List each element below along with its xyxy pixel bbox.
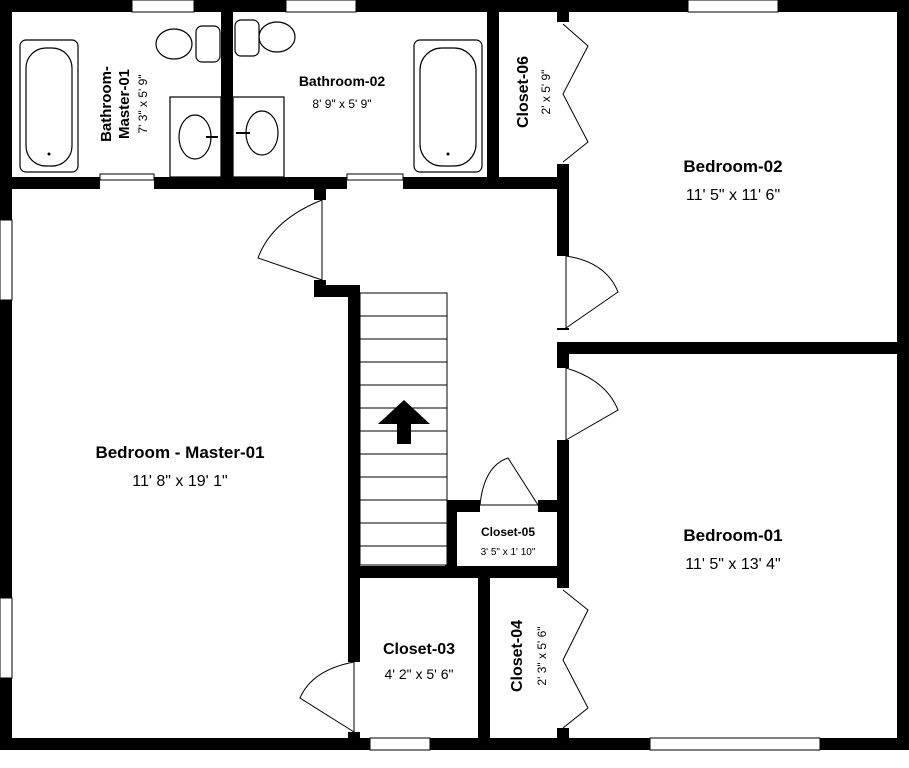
toilet-icon xyxy=(155,28,193,60)
opening-bedroom02 xyxy=(557,256,569,328)
door-closet06-bifold xyxy=(562,23,589,163)
closet04-top-wall xyxy=(478,566,568,578)
room-dims: 2' x 5' 9" xyxy=(539,70,553,115)
window-bedroom01-bottom xyxy=(649,737,821,751)
room-dims-closet-03: 4' 2" x 5' 6" xyxy=(385,666,454,682)
room-dims-bathroom-02: 8' 9" x 5' 9" xyxy=(312,97,371,111)
door-closet05-arc xyxy=(479,457,539,506)
toilet-tank xyxy=(195,25,221,63)
toilet-icon xyxy=(258,21,296,53)
room-name-closet-03: Closet-03 xyxy=(383,641,455,658)
doors xyxy=(99,23,619,733)
bathroom-bottom-wall xyxy=(0,177,500,189)
toilet-tank xyxy=(234,19,260,57)
room-dims-bedroom-02: 11' 5" x 11' 6" xyxy=(686,187,780,204)
door-closet04-bifold xyxy=(562,589,589,729)
room-name-bedroom-01: Bedroom-01 xyxy=(683,526,782,545)
up-arrow-icon xyxy=(378,400,430,444)
label-bathroom-master-01: Bathroom- Master-01 7' 3" x 5' 9" xyxy=(98,66,150,142)
room-name-bedroom-master-01: Bedroom - Master-01 xyxy=(95,443,264,462)
bath-top-wall xyxy=(0,0,490,12)
bath02-closet06-wall xyxy=(487,0,499,189)
door-bath02 xyxy=(346,173,404,181)
sink-icon xyxy=(245,110,279,156)
closet06-bottom-wall xyxy=(487,177,569,189)
label-closet-04: Closet-04 2' 3" x 5' 6" xyxy=(509,620,549,692)
door-bedroom01-arc xyxy=(565,367,619,441)
master-right-wall-lower xyxy=(348,285,360,750)
window-bath-master xyxy=(131,0,195,13)
room-name: Closet-06 xyxy=(515,56,532,128)
room-dims-closet-05: 3' 5" x 1' 10" xyxy=(481,547,536,558)
room-dims-bedroom-master-01: 11' 8" x 19' 1" xyxy=(132,473,227,490)
bathtub-drain xyxy=(446,152,450,156)
room-dims: 7' 3" x 5' 9" xyxy=(136,74,150,133)
bathtub-drain xyxy=(47,152,51,156)
room-name-closet-05: Closet-05 xyxy=(481,525,535,539)
windows xyxy=(0,0,821,751)
room-name: Master-01 xyxy=(116,69,133,139)
fixtures xyxy=(19,19,483,178)
closet05-left-wall xyxy=(445,500,457,578)
outer-wall-right xyxy=(897,0,909,750)
bedroom02-bedroom01-wall xyxy=(557,342,909,354)
opening-master xyxy=(314,200,326,280)
window-closet03-bottom xyxy=(369,737,431,751)
room-name-bedroom-02: Bedroom-02 xyxy=(683,157,782,176)
opening-bedroom01 xyxy=(557,368,569,440)
bathtub-basin xyxy=(419,47,477,167)
closet03-closet04-wall xyxy=(478,566,490,750)
door-master-arc xyxy=(257,199,323,281)
room-name: Bathroom- xyxy=(98,66,115,142)
door-closet03-arc xyxy=(299,661,355,733)
room-name: Closet-04 xyxy=(509,620,526,692)
opening-closet04 xyxy=(557,588,569,728)
room-dims: 2' 3" x 5' 6" xyxy=(535,626,549,685)
window-master-left-upper xyxy=(0,219,13,301)
room-labels: Bathroom- Master-01 7' 3" x 5' 9" Bathro… xyxy=(95,56,782,692)
window-bath02 xyxy=(285,0,357,13)
window-master-left-lower xyxy=(0,597,13,679)
opening-closet05 xyxy=(480,500,538,512)
bathtub-basin xyxy=(25,47,73,167)
door-bedroom02-arc xyxy=(565,255,619,329)
room-dims-bedroom-01: 11' 5" x 13' 4" xyxy=(685,556,780,573)
door-bath-master xyxy=(99,173,155,181)
room-name-bathroom-02: Bathroom-02 xyxy=(299,73,386,89)
label-closet-06: Closet-06 2' x 5' 9" xyxy=(515,56,553,128)
bath-divider-wall xyxy=(221,12,233,189)
staircase xyxy=(359,292,448,566)
window-bedroom02-top xyxy=(687,0,779,13)
walls xyxy=(0,0,909,750)
